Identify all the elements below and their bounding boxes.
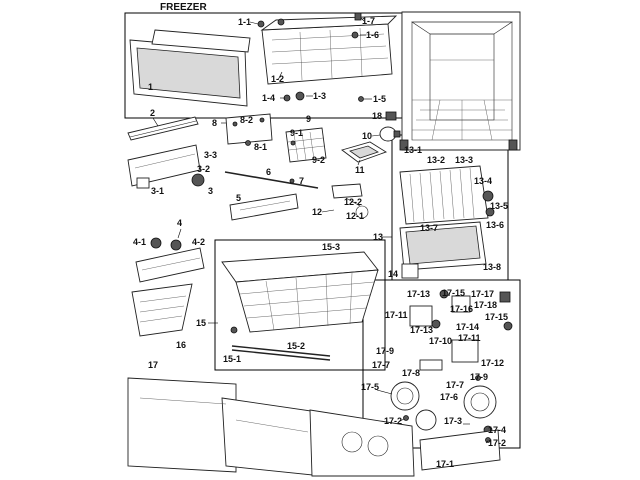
label-14: 14 xyxy=(388,269,398,279)
freezer-cabinet-interior xyxy=(399,11,521,151)
label-17-7-a: 17-7 xyxy=(372,360,390,370)
part-13-ice-maker xyxy=(399,165,495,225)
label-17-11-a: 17-11 xyxy=(385,310,408,320)
part-12-sensor-assembly xyxy=(331,183,369,219)
label-1: 1 xyxy=(148,82,153,92)
label-12: 12 xyxy=(312,207,322,217)
label-13-7: 13-7 xyxy=(420,223,438,233)
label-13-1: 13-1 xyxy=(404,145,422,155)
label-3-2: 3-2 xyxy=(197,164,210,174)
label-12-2: 12-2 xyxy=(344,197,362,207)
label-9-2: 9-2 xyxy=(312,155,325,165)
part-4-rail-assembly xyxy=(135,237,205,283)
part-1-drawer-front xyxy=(129,29,251,107)
label-6: 6 xyxy=(266,167,271,177)
part-6-bar xyxy=(224,171,319,189)
label-13-8: 13-8 xyxy=(483,262,501,272)
label-8-1: 8-1 xyxy=(254,142,267,152)
dispenser-components xyxy=(390,289,513,471)
label-15-3: 15-3 xyxy=(322,242,340,252)
label-4: 4 xyxy=(177,218,182,228)
part-17-door-panels xyxy=(127,377,415,477)
diagram-title: FREEZER xyxy=(160,2,207,13)
label-15-1: 15-1 xyxy=(223,354,241,364)
label-13-4: 13-4 xyxy=(474,176,492,186)
label-3-3: 3-3 xyxy=(204,150,217,160)
label-17-15-b: 17-15 xyxy=(485,312,508,322)
label-1-3: 1-3 xyxy=(313,91,326,101)
label-17-6: 17-6 xyxy=(440,392,458,402)
label-1-4: 1-4 xyxy=(262,93,275,103)
label-15: 15 xyxy=(196,318,206,328)
label-17-5: 17-5 xyxy=(361,382,379,392)
part-3-rail-assembly xyxy=(127,144,205,189)
label-17-13-b: 17-13 xyxy=(410,325,433,335)
label-3: 3 xyxy=(208,186,213,196)
label-17-2-a: 17-2 xyxy=(384,416,402,426)
label-17-9-b: 17-9 xyxy=(470,372,488,382)
label-17-7-b: 17-7 xyxy=(446,380,464,390)
label-17-1: 17-1 xyxy=(436,459,454,469)
label-18: 18 xyxy=(372,111,382,121)
small-fastener-icons-group-1 xyxy=(257,12,364,102)
part-15-freezer-basket xyxy=(221,251,379,361)
label-1-7: 1-7 xyxy=(362,16,375,26)
part-7-screw xyxy=(289,178,295,184)
part-11-lamp-housing xyxy=(341,141,388,163)
label-3-1: 3-1 xyxy=(151,186,164,196)
label-13-5: 13-5 xyxy=(490,201,508,211)
label-1-2: 1-2 xyxy=(271,74,284,84)
part-8-bracket xyxy=(225,113,273,146)
label-8-2: 8-2 xyxy=(240,115,253,125)
group-frame-basket-15 xyxy=(214,239,386,371)
label-17-16: 17-16 xyxy=(450,304,473,314)
label-1-1: 1-1 xyxy=(238,17,251,27)
label-8: 8 xyxy=(212,118,217,128)
label-17-15-a: 17-15 xyxy=(442,288,465,298)
label-11: 11 xyxy=(355,165,365,175)
label-4-1: 4-1 xyxy=(133,237,146,247)
label-1-6: 1-6 xyxy=(366,30,379,40)
label-12-1: 12-1 xyxy=(346,211,364,221)
part-18-fastener xyxy=(385,111,397,121)
part-9-duct-cover xyxy=(285,127,327,163)
label-1-5: 1-5 xyxy=(373,94,386,104)
part-14-clip xyxy=(401,263,419,279)
label-7: 7 xyxy=(299,176,304,186)
label-17: 17 xyxy=(148,360,158,370)
label-17-3: 17-3 xyxy=(444,416,462,426)
label-17-9-a: 17-9 xyxy=(376,346,394,356)
label-17-10: 17-10 xyxy=(429,336,452,346)
label-4-2: 4-2 xyxy=(192,237,205,247)
label-16: 16 xyxy=(176,340,186,350)
label-17-18: 17-18 xyxy=(474,300,497,310)
label-5: 5 xyxy=(236,193,241,203)
label-15-2: 15-2 xyxy=(287,341,305,351)
part-2-slide-rail xyxy=(127,116,199,141)
label-17-12: 17-12 xyxy=(481,358,504,368)
label-9: 9 xyxy=(306,114,311,124)
label-13: 13 xyxy=(373,232,383,242)
part-5-cover xyxy=(229,193,299,221)
label-17-13-a: 17-13 xyxy=(407,289,430,299)
label-2: 2 xyxy=(150,108,155,118)
label-17-2-b: 17-2 xyxy=(488,438,506,448)
label-13-2: 13-2 xyxy=(427,155,445,165)
part-10-lamp xyxy=(379,126,401,142)
label-13-3: 13-3 xyxy=(455,155,473,165)
label-10: 10 xyxy=(362,131,372,141)
label-9-1: 9-1 xyxy=(290,128,303,138)
part-13-7-ice-bucket xyxy=(399,221,487,271)
label-17-8: 17-8 xyxy=(402,368,420,378)
label-13-6: 13-6 xyxy=(486,220,504,230)
label-17-11-b: 17-11 xyxy=(458,333,481,343)
label-17-17: 17-17 xyxy=(471,289,494,299)
label-17-4: 17-4 xyxy=(488,425,506,435)
label-17-14: 17-14 xyxy=(456,322,479,332)
part-16-vent-cover xyxy=(131,283,193,337)
